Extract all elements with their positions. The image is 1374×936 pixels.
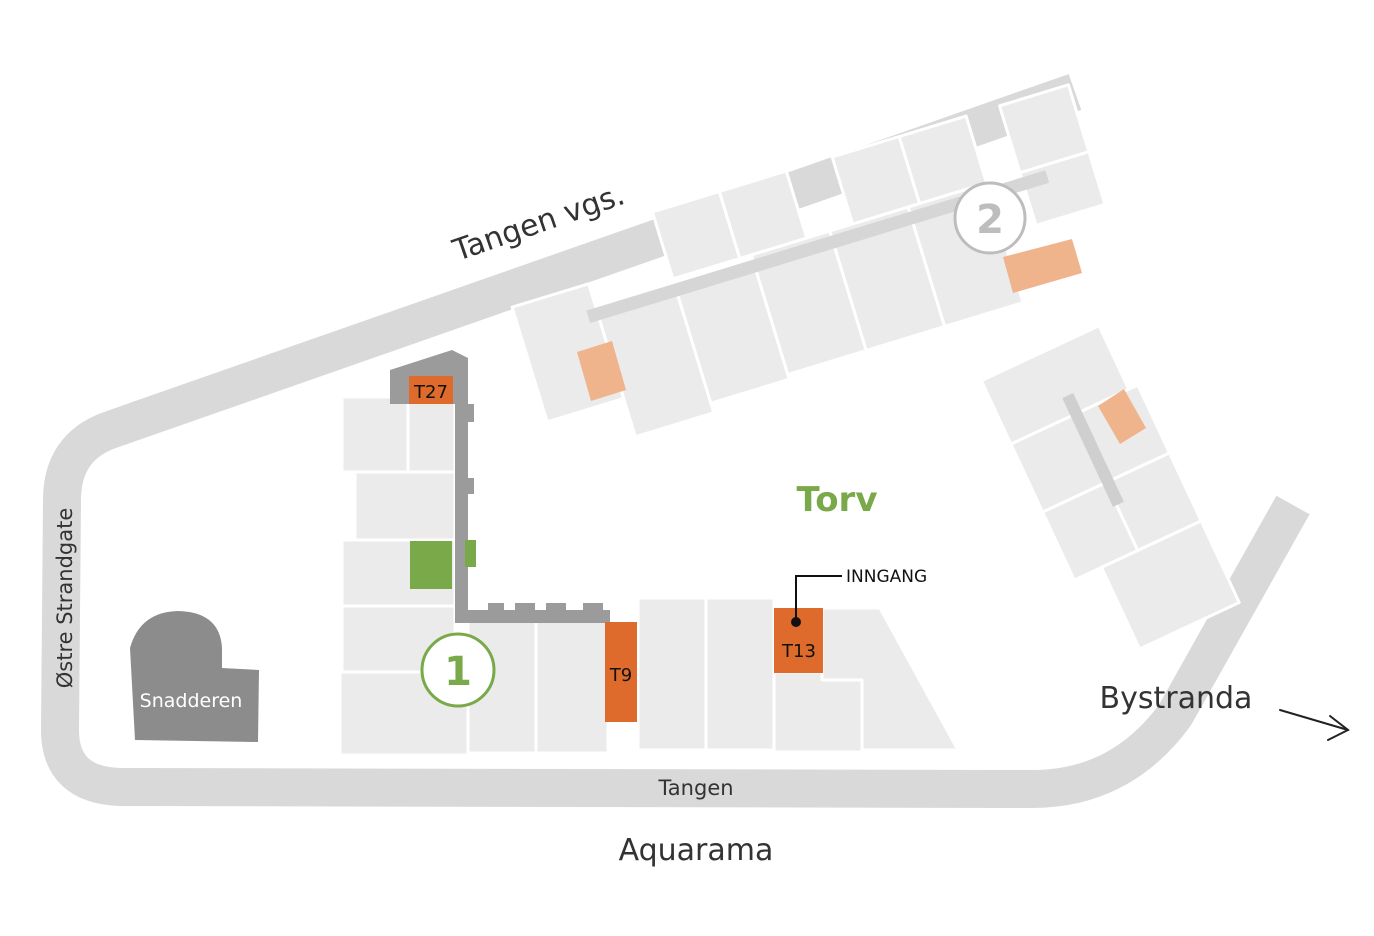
- green-area-large: [410, 541, 452, 589]
- marker-2-label: 2: [976, 197, 1004, 243]
- inngang-label: INNGANG: [846, 567, 927, 587]
- marker-1[interactable]: 1: [420, 632, 496, 708]
- unit-t27[interactable]: T27: [409, 376, 453, 404]
- unit-t9-label: T9: [609, 665, 632, 686]
- snadderen-building[interactable]: Snadderen: [130, 611, 259, 742]
- arrow-right-icon: [1279, 709, 1350, 741]
- place-label-bystranda: Bystranda: [1100, 681, 1253, 716]
- west-block: [338, 395, 960, 757]
- road-label-ostre-strandgate: Østre Strandgate: [53, 508, 77, 689]
- unit-t13-label: T13: [781, 641, 816, 662]
- east-block: [979, 324, 1241, 651]
- light-unit-north: [577, 341, 626, 401]
- north-block: [510, 83, 1107, 439]
- green-area-small: [465, 540, 476, 567]
- green-areas: [410, 540, 476, 589]
- entrance-callout: INNGANG: [791, 567, 927, 627]
- snadderen-label: Snadderen: [140, 690, 243, 712]
- place-label-aquarama: Aquarama: [619, 833, 774, 868]
- marker-1-label: 1: [444, 649, 472, 695]
- roads: [41, 74, 1310, 809]
- light-units: [577, 239, 1146, 444]
- light-unit-east: [1098, 389, 1146, 444]
- place-label-torv: Torv: [797, 480, 878, 520]
- road-loop: [41, 74, 1310, 809]
- road-label-tangen: Tangen: [657, 776, 733, 800]
- east-walkway: [1062, 393, 1124, 507]
- dot-icon: [791, 617, 801, 627]
- light-unit-ne: [1003, 239, 1082, 293]
- marker-2[interactable]: 2: [953, 181, 1027, 255]
- north-walkway: [586, 170, 1050, 324]
- unit-t9[interactable]: T9: [605, 622, 637, 722]
- unit-t27-label: T27: [413, 382, 448, 403]
